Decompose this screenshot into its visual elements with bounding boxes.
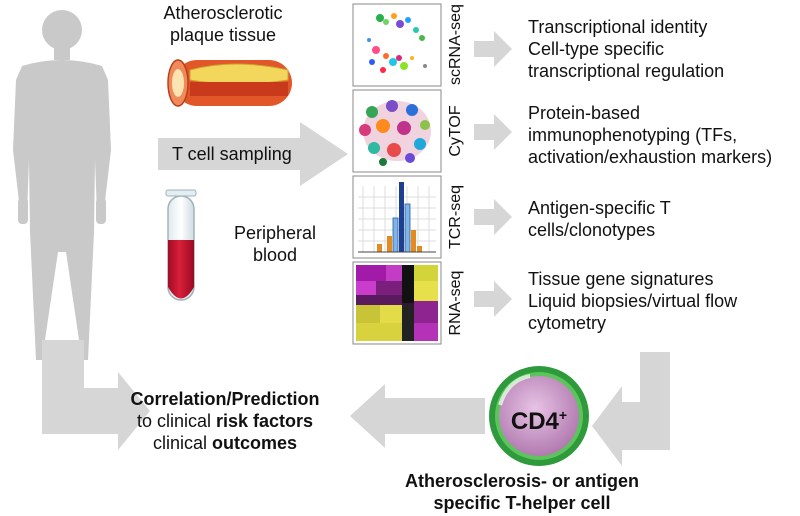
outcome-scrna-line-2: Cell-type specific xyxy=(528,39,665,59)
cytof-scatter-icon xyxy=(359,100,431,166)
correlation-block: Correlation/Prediction to clinical risk … xyxy=(110,388,340,454)
cd4-text: CD4 xyxy=(510,408,559,435)
cell-caption: Atherosclerosis- or antigen specific T-h… xyxy=(362,470,682,514)
correlation-line-2-prefix: to clinical xyxy=(136,411,216,431)
blood-label-line-2: blood xyxy=(252,245,298,265)
scrna-arrow xyxy=(474,31,512,67)
peripheral-blood-label: Peripheral blood xyxy=(220,222,330,266)
cell-to-correlation-arrow xyxy=(350,384,485,448)
correlation-line-3: clinical outcomes xyxy=(110,432,340,454)
cd4-superscript: + xyxy=(558,407,568,423)
outcome-scrna-line-3: transcriptional regulation xyxy=(528,61,725,81)
tcrseq-panel xyxy=(352,175,442,259)
correlation-risk-factors: risk factors xyxy=(215,411,314,431)
cell-caption-line-1: Atherosclerosis- or antigen xyxy=(404,471,640,491)
correlation-title: Correlation/Prediction xyxy=(130,389,320,409)
outcome-rnaseq-line-1: Tissue gene signatures xyxy=(528,269,714,289)
blood-label-line-1: Peripheral xyxy=(233,223,317,243)
outcome-tcrseq: Antigen-specific T cells/clonotypes xyxy=(528,197,788,241)
outcome-tcrseq-line-2: cells/clonotypes xyxy=(528,220,656,240)
cytof-arrow xyxy=(474,114,512,150)
correlation-line-2: to clinical risk factors xyxy=(110,410,340,432)
method-label-cytof: CyTOF xyxy=(447,105,464,157)
outcome-scrna: Transcriptional identity Cell-type speci… xyxy=(528,16,796,82)
plaque-label-line-1: Atherosclerotic xyxy=(163,3,283,23)
outcome-cytof: Protein-based immunophenotyping (TFs, ac… xyxy=(528,102,798,168)
outcome-rnaseq: Tissue gene signatures Liquid biopsies/v… xyxy=(528,268,796,334)
outcome-to-cell-arrow xyxy=(592,352,670,466)
cd4-cell-icon xyxy=(489,366,589,466)
outcome-rnaseq-line-3: cytometry xyxy=(528,313,607,333)
sampling-arrow xyxy=(158,122,348,186)
tcr-histogram-icon xyxy=(358,182,436,253)
rnaseq-heatmap-icon xyxy=(356,265,438,341)
outcome-cytof-line-3: activation/exhaustion markers) xyxy=(528,147,773,167)
outcome-scrna-line-1: Transcriptional identity xyxy=(528,17,708,37)
outcome-cytof-line-1: Protein-based xyxy=(528,103,641,123)
t-cell-sampling-label: T cell sampling xyxy=(172,144,292,164)
cd4-label: CD4+ xyxy=(499,400,579,437)
method-label-tcrseq: TCR-seq xyxy=(447,185,464,250)
human-figure-icon xyxy=(13,10,111,360)
rnaseq-arrow xyxy=(474,281,512,317)
correlation-outcomes: outcomes xyxy=(212,433,298,453)
cell-caption-line-2: specific T-helper cell xyxy=(433,493,611,513)
method-to-outcome-arrows xyxy=(474,31,512,317)
rnaseq-panel xyxy=(352,261,442,345)
method-label-rnaseq: RNA-seq xyxy=(447,270,464,336)
outcome-cytof-line-2: immunophenotyping (TFs, xyxy=(528,125,738,145)
figure-to-correlation-arrow xyxy=(42,340,150,450)
tcrseq-arrow xyxy=(474,199,512,235)
plaque-label-line-2: plaque tissue xyxy=(169,25,277,45)
scrna-panel xyxy=(352,3,442,87)
correlation-line-3-prefix: clinical xyxy=(152,433,212,453)
method-label-scrna: scRNA-seq xyxy=(447,4,464,85)
scrna-scatter-icon xyxy=(367,13,427,73)
plaque-vessel-icon xyxy=(167,59,292,107)
blood-tube-icon xyxy=(165,189,197,301)
plaque-tissue-label: Atherosclerotic plaque tissue xyxy=(148,2,298,46)
outcome-tcrseq-line-1: Antigen-specific T xyxy=(528,198,671,218)
cytof-panel xyxy=(352,89,442,173)
outcome-rnaseq-line-2: Liquid biopsies/virtual flow xyxy=(528,291,738,311)
